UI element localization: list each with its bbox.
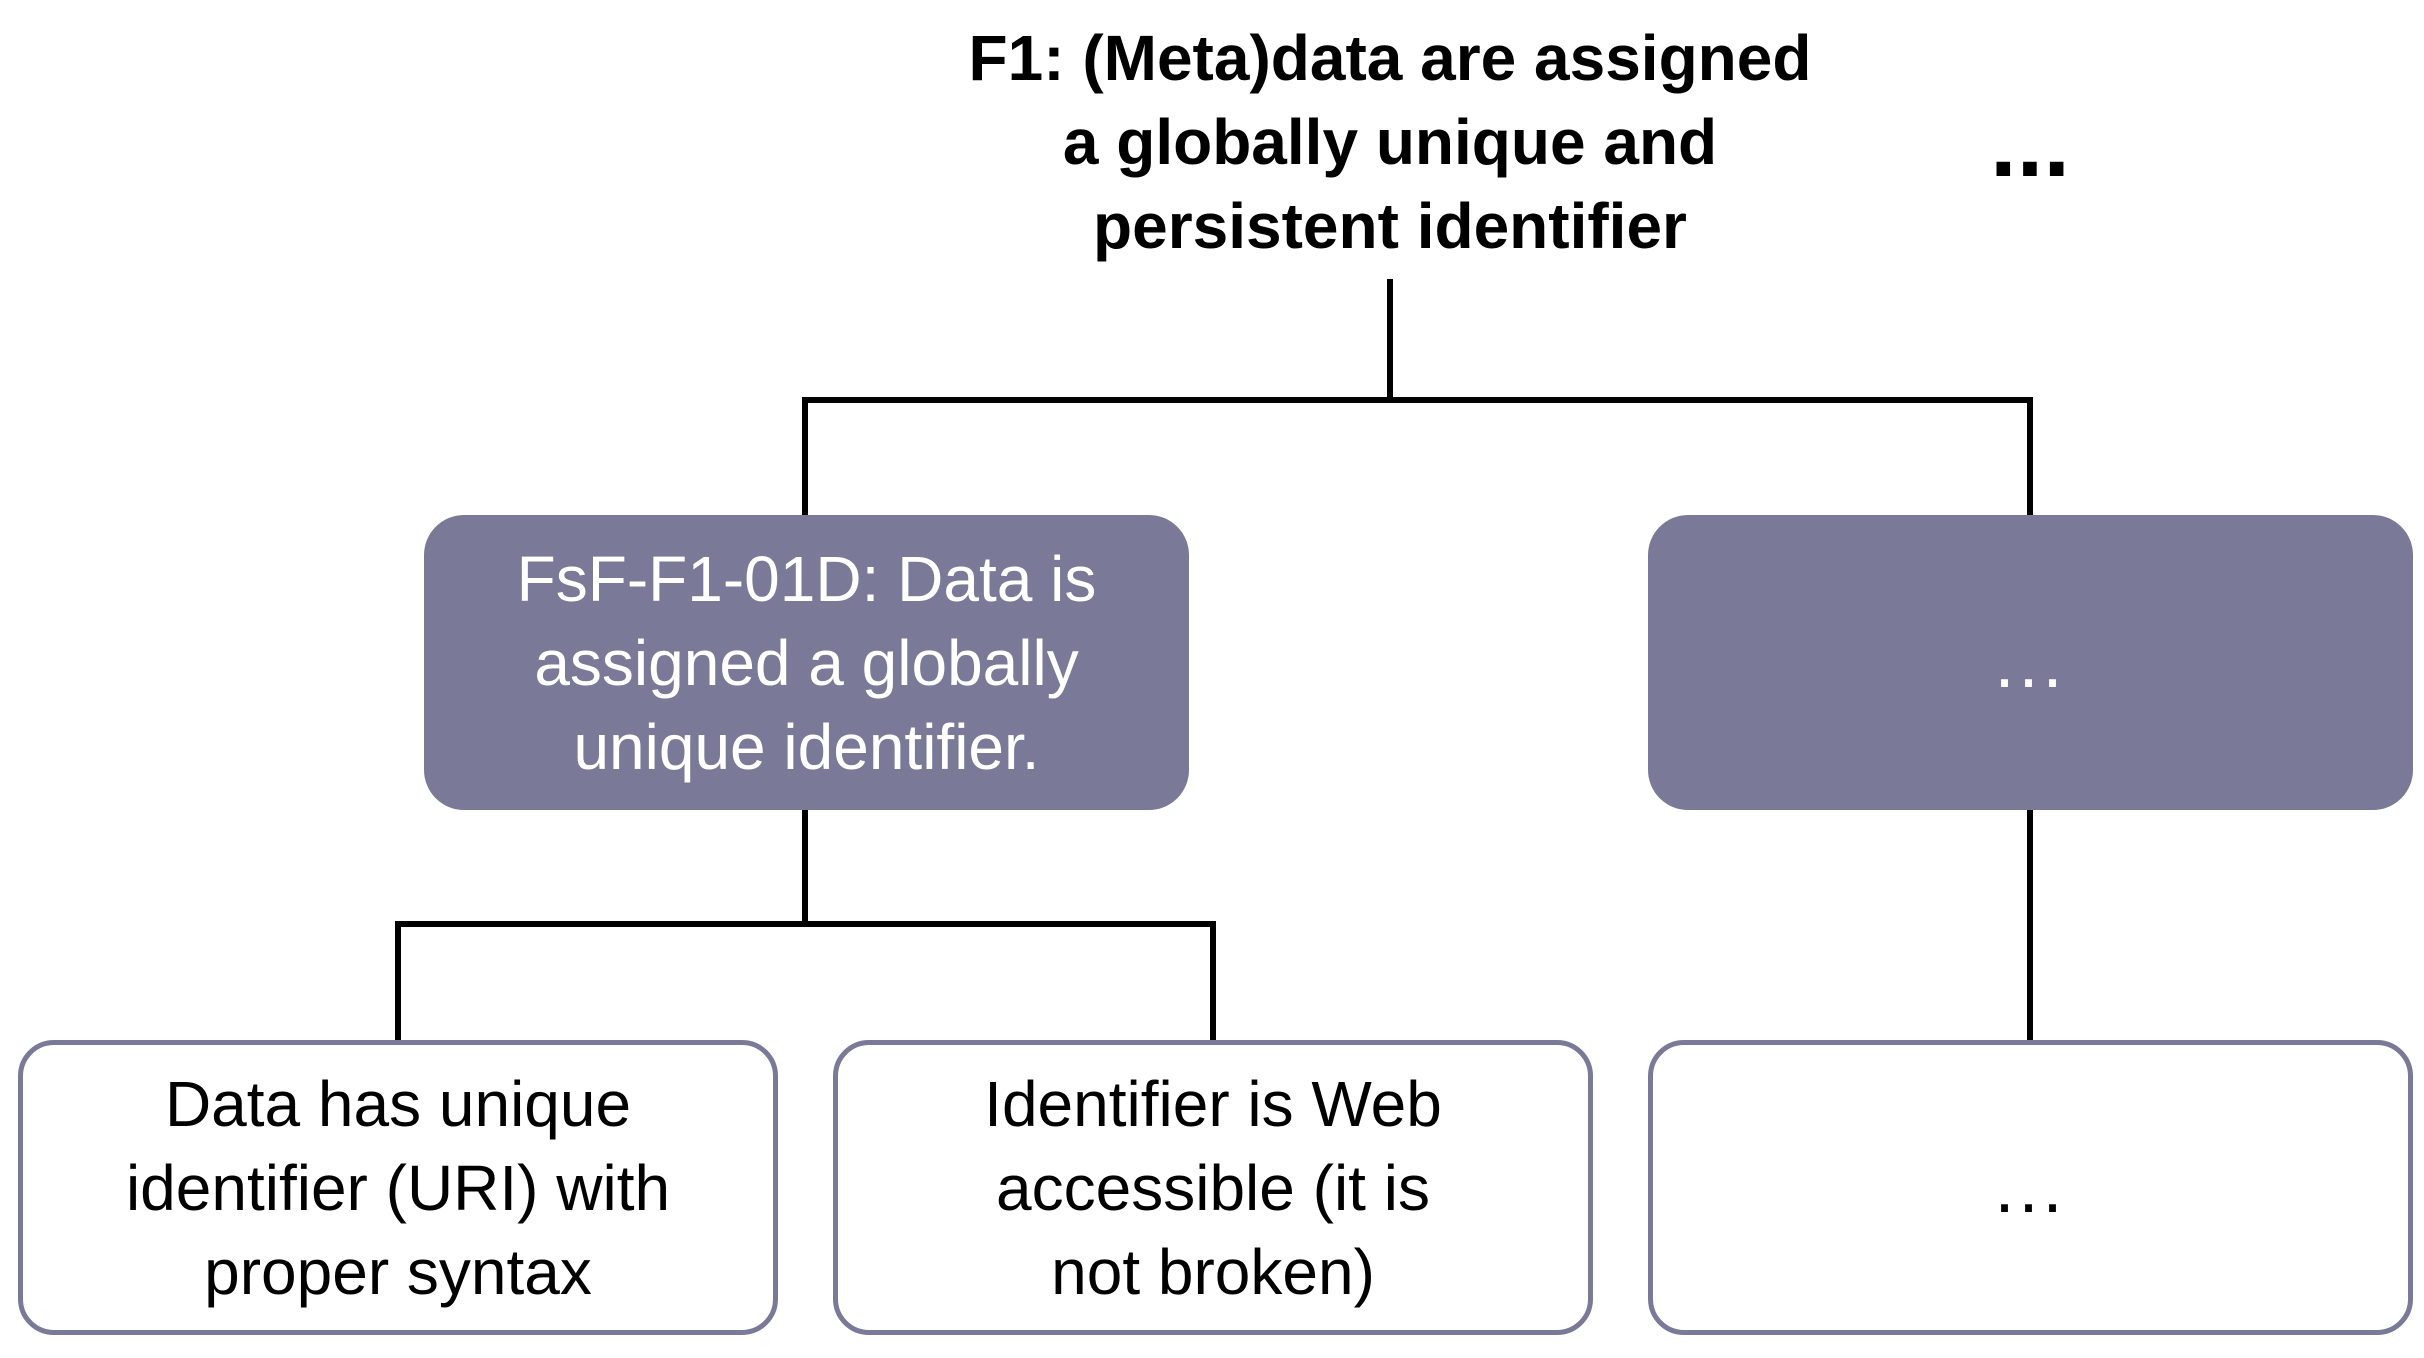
metric-box-placeholder: ... [1648, 515, 2413, 810]
test-placeholder-ellipsis: ... [1994, 1147, 2067, 1228]
metric-box-label: FsF-F1-01D: Data is assigned a globally … [516, 542, 1097, 783]
root-principle-title: F1: (Meta)data are assigned a globally u… [968, 22, 1812, 262]
root-to-level2-connector [802, 279, 2033, 518]
test-box-label: Data has unique identifier (URI) with pr… [125, 1067, 671, 1308]
root-sibling-ellipsis: ... [1989, 90, 2070, 197]
left-mid-to-leaves-connector [395, 807, 1216, 1043]
metric-placeholder-ellipsis: ... [1994, 622, 2067, 703]
test-box-web-accessible: Identifier is Web accessible (it is not … [833, 1040, 1593, 1335]
test-box-label: Identifier is Web accessible (it is not … [984, 1067, 1442, 1308]
metric-box-fsf-f1-01d: FsF-F1-01D: Data is assigned a globally … [424, 515, 1189, 810]
test-box-placeholder: ... [1648, 1040, 2413, 1335]
test-box-unique-uri: Data has unique identifier (URI) with pr… [18, 1040, 778, 1335]
